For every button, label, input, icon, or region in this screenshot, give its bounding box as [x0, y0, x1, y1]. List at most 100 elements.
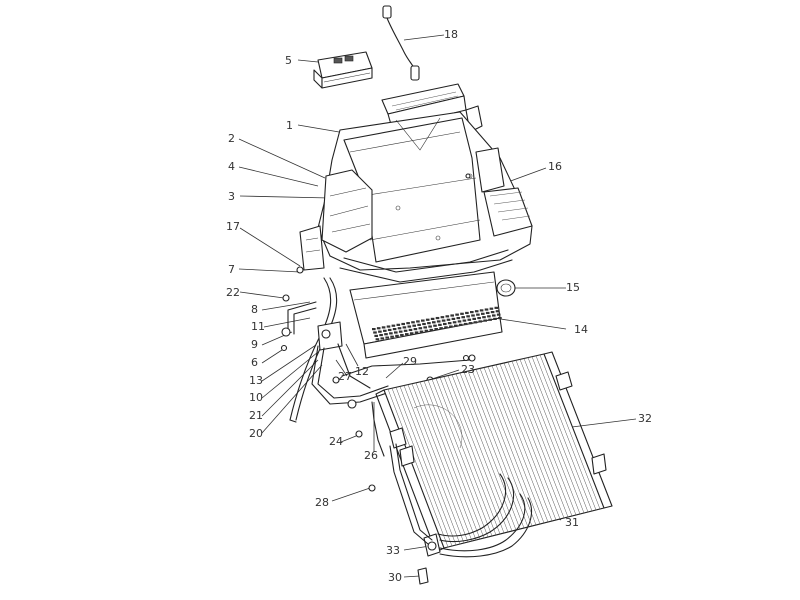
grille-cell — [383, 329, 387, 332]
grille-cell — [471, 314, 475, 317]
condenser-fin-line — [475, 369, 537, 526]
condenser-fin-line — [499, 363, 561, 520]
callout-8: 8 — [251, 303, 258, 316]
grille-cell — [457, 320, 462, 323]
callout-31: 31 — [565, 516, 579, 529]
condenser-fin-line — [511, 361, 573, 517]
grille-cell — [452, 321, 457, 324]
grille-cell — [430, 317, 435, 320]
grille-cell — [400, 333, 404, 337]
grille-cell — [490, 311, 495, 314]
grille-cell — [419, 330, 424, 333]
grille-cell — [406, 322, 410, 325]
condenser-fin-line — [539, 354, 601, 510]
callout-14: 14 — [574, 323, 588, 336]
grille-cell — [422, 322, 426, 326]
callout-13: 13 — [249, 374, 263, 387]
grille-cell — [476, 313, 480, 316]
pipe-assembly — [280, 266, 476, 457]
callout-33: 33 — [386, 544, 400, 557]
callout-9: 9 — [251, 338, 258, 351]
condenser-hoses — [368, 443, 532, 585]
grille-cell — [479, 309, 484, 312]
callout-16: 16 — [548, 160, 562, 173]
grille-cell — [373, 331, 377, 334]
grille-cell — [472, 317, 476, 320]
condenser-fins — [387, 354, 601, 548]
grille-cell — [374, 334, 378, 337]
grille-cell — [446, 318, 451, 321]
callout-12: 12 — [355, 365, 369, 378]
hvac-housing — [299, 111, 533, 283]
grille-cell — [372, 328, 376, 331]
grille-cell — [433, 324, 437, 327]
grille-cell — [387, 328, 392, 332]
condenser-fin-line — [535, 355, 597, 511]
callout-18: 18 — [444, 28, 458, 41]
grille-cell — [380, 337, 385, 340]
callout-4: 4 — [228, 160, 235, 173]
callout-17: 17 — [226, 220, 240, 233]
condenser-fin-line — [399, 386, 461, 545]
callout-2: 2 — [228, 132, 235, 145]
condenser-fin-line — [431, 379, 493, 537]
grille-cell — [450, 314, 454, 317]
leader-lines — [238, 34, 637, 578]
condenser-fin-line — [447, 375, 509, 533]
grille-cell — [378, 330, 382, 333]
grille-cell — [435, 316, 440, 320]
grille-cell — [454, 324, 458, 327]
grille-cell — [381, 326, 386, 329]
grille-cell — [474, 310, 479, 313]
grille-cell — [408, 328, 413, 332]
grille-cell — [461, 316, 465, 319]
callout-32: 32 — [638, 412, 652, 425]
grille-cell — [470, 311, 474, 314]
condenser-fin-line — [507, 362, 569, 518]
condenser-fin-line — [407, 384, 469, 543]
grille-cell — [460, 312, 464, 315]
condenser-fin-line — [527, 357, 589, 513]
control-unit-part — [313, 51, 373, 89]
condenser-fin-line — [395, 387, 457, 546]
condenser-fin-line — [491, 365, 553, 522]
grille-cell — [436, 320, 441, 323]
condenser-fin-line — [515, 360, 577, 516]
condenser-fin-line — [455, 373, 517, 531]
grille-cell — [428, 325, 432, 328]
grille-cell — [477, 316, 481, 320]
grille-cell — [411, 321, 415, 324]
grille-cell — [414, 331, 419, 334]
condenser-fin-line — [435, 378, 497, 536]
grille-cell — [375, 338, 380, 341]
grille-cell — [427, 322, 431, 325]
callout-24: 24 — [329, 435, 343, 448]
condenser-fin-line — [479, 368, 541, 525]
callout-1: 1 — [286, 119, 293, 132]
condenser-fin-line — [387, 389, 449, 548]
condenser-fin-line — [523, 358, 585, 514]
condenser-fin-line — [487, 366, 549, 523]
sensor-cable-part — [382, 5, 420, 81]
grille-cell — [493, 317, 497, 320]
grille-cell — [434, 328, 438, 331]
condenser-fin-line — [503, 362, 565, 519]
callout-22: 22 — [226, 286, 240, 299]
grille-cell — [418, 327, 423, 330]
evaporator-grille — [372, 306, 502, 341]
condenser-fin-line — [443, 376, 505, 534]
grille-cell — [425, 318, 430, 321]
grille-cell — [438, 323, 442, 326]
grille-cell — [483, 319, 487, 322]
callout-28: 28 — [315, 496, 329, 509]
condenser-part — [375, 351, 613, 553]
grille-cell — [379, 333, 383, 337]
grille-cell — [409, 332, 414, 335]
grille-cell — [429, 328, 434, 332]
grille-cell — [496, 313, 501, 316]
callout-15: 15 — [566, 281, 580, 294]
grille-cell — [395, 334, 399, 337]
grille-cell — [376, 327, 381, 330]
